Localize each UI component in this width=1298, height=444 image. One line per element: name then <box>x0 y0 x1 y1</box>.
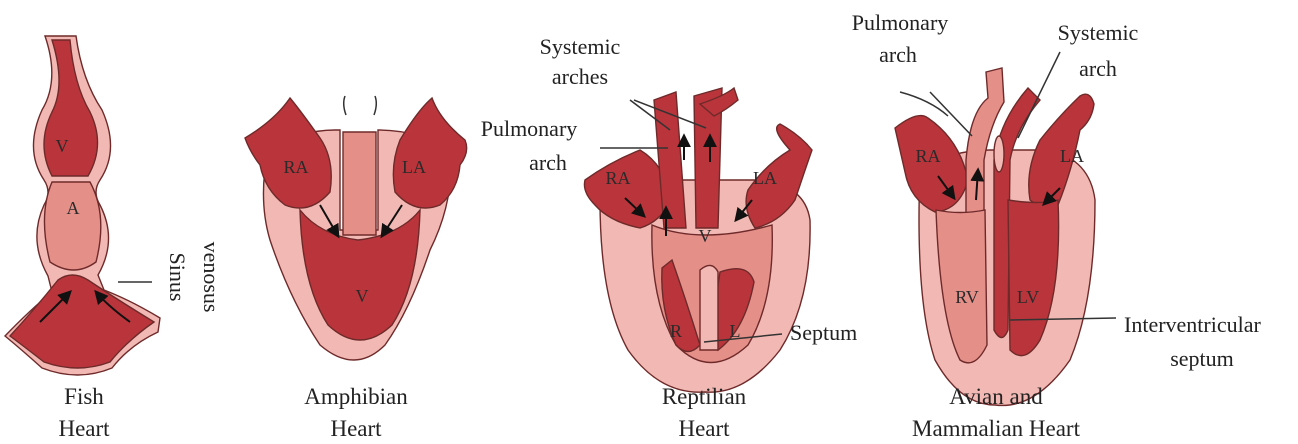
reptilian-pulmonary-label-line2: arch <box>529 150 567 175</box>
avian-label-rv: RV <box>955 287 979 307</box>
fish-sinus-label-line2: venosus <box>199 242 224 313</box>
avian-mammalian-heart: Pulmonary arch Systemic arch RA LA RV LV… <box>852 10 1262 441</box>
fish-sinus-label-line1: Sinus <box>165 253 190 302</box>
avian-label-lv: LV <box>1017 287 1039 307</box>
reptilian-heart: Systemic arches Pulmonary arch RA LA V R… <box>481 34 858 441</box>
amphibian-label-v: V <box>356 286 369 306</box>
reptilian-septum-label: Septum <box>790 320 857 345</box>
reptilian-systemic-label-line2: arches <box>552 64 608 89</box>
reptilian-label-ra: RA <box>605 168 630 188</box>
avian-foramen <box>994 136 1004 172</box>
reptilian-systemic-label-line1: Systemic <box>540 34 621 59</box>
fish-caption-line2: Heart <box>58 416 110 441</box>
fish-caption-line1: Fish <box>64 384 104 409</box>
avian-systemic-label-line2: arch <box>1079 56 1117 81</box>
reptilian-caption-line2: Heart <box>678 416 730 441</box>
avian-caption-line2: Mammalian Heart <box>912 416 1081 441</box>
avian-systemic-label-line1: Systemic <box>1058 20 1139 45</box>
amphibian-right-atrium <box>245 98 331 208</box>
reptilian-label-r: R <box>670 321 682 341</box>
amphibian-truncus <box>343 132 376 235</box>
avian-pulmonary-label-line1: Pulmonary <box>852 10 949 35</box>
reptilian-label-l: L <box>730 321 741 341</box>
reptilian-label-la: LA <box>753 168 777 188</box>
amphibian-label-ra: RA <box>283 157 308 177</box>
fish-label-v: V <box>56 136 69 156</box>
amphibian-left-atrium <box>393 98 466 208</box>
amphibian-caption-line2: Heart <box>330 416 382 441</box>
avian-caption-line1: Avian and <box>949 384 1043 409</box>
reptilian-label-v: V <box>699 226 712 246</box>
reptilian-caption-line1: Reptilian <box>662 384 747 409</box>
amphibian-heart: RA LA V Amphibian Heart <box>245 96 467 441</box>
avian-septum-label-line1: Interventricular <box>1124 312 1261 337</box>
reptilian-pulmonary-label-line1: Pulmonary <box>481 116 578 141</box>
amphibian-caption-line1: Amphibian <box>304 384 408 409</box>
amphibian-vessel-strand-left <box>344 96 346 115</box>
fish-label-a: A <box>67 198 80 218</box>
avian-label-la: LA <box>1060 146 1084 166</box>
amphibian-label-la: LA <box>402 157 426 177</box>
fish-atrium <box>44 182 100 270</box>
avian-label-ra: RA <box>915 146 940 166</box>
avian-septum-label-line2: septum <box>1170 346 1234 371</box>
amphibian-vessel-strand-right <box>374 96 376 115</box>
fish-heart: V A Sinus venosus Fish Heart <box>5 36 224 441</box>
avian-pulmonary-label-line2: arch <box>879 42 917 67</box>
reptilian-septum-ridge <box>700 265 718 350</box>
